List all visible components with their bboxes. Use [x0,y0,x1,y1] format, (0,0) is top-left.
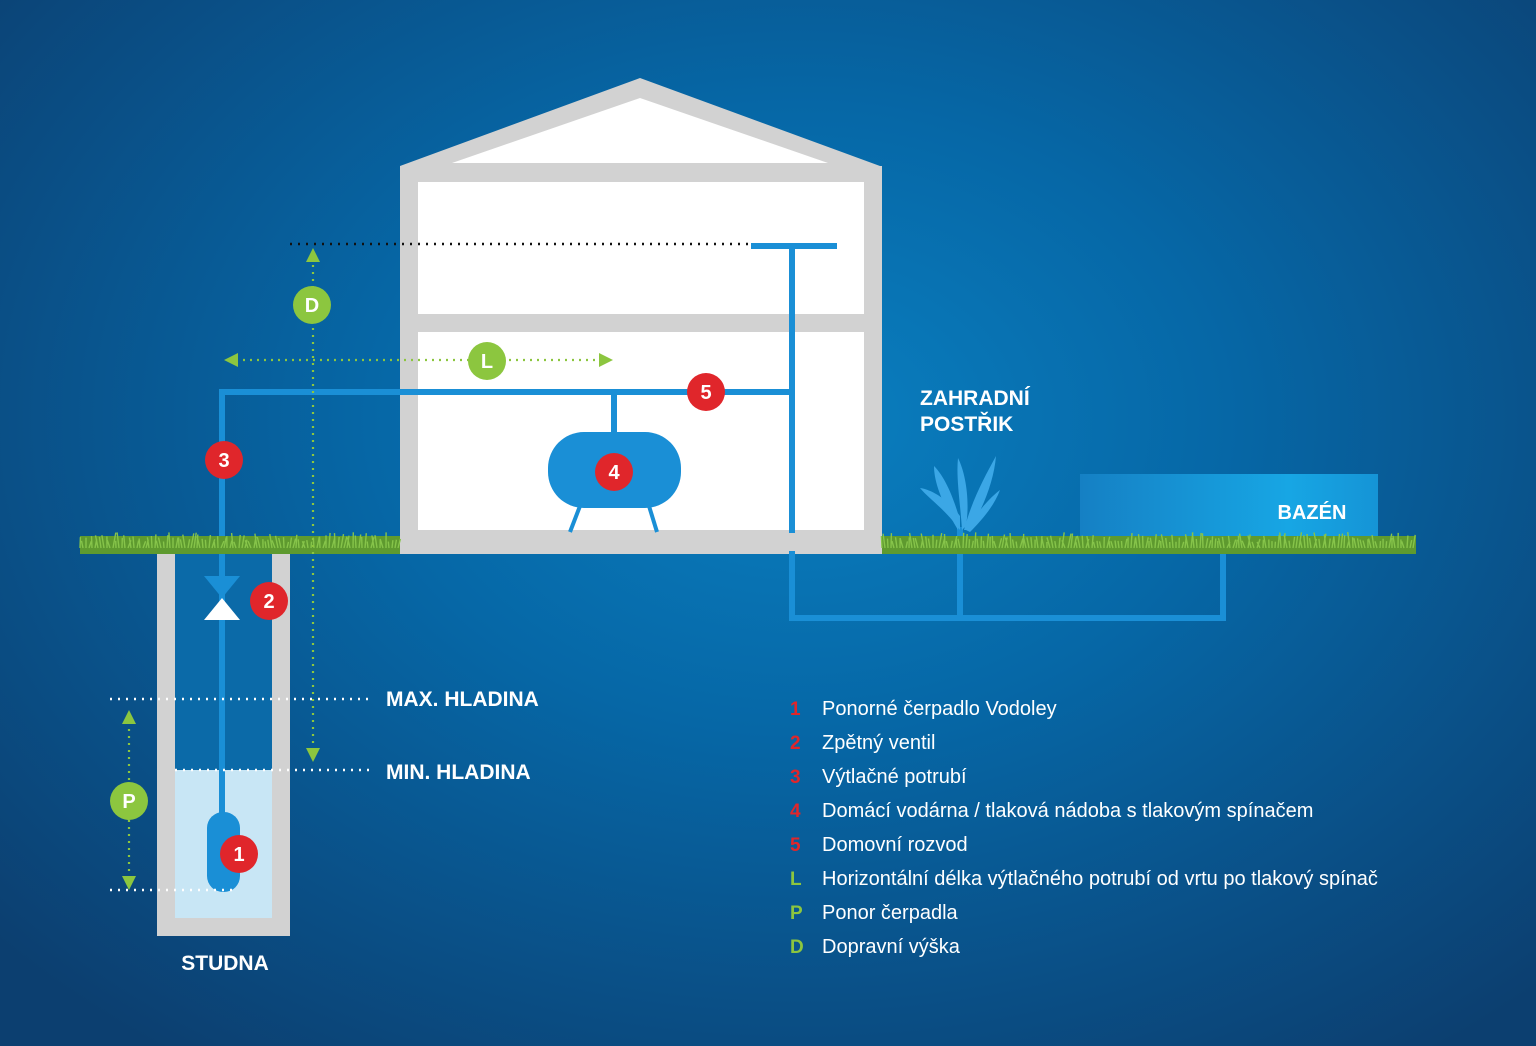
garden-sprinkler-label-line2: POSTŘIK [920,412,1013,436]
badge-1: 1 [220,835,258,873]
svg-text:1: 1 [233,844,244,866]
legend-item: 3 Výtlačné potrubí [790,760,1378,794]
svg-text:D: D [305,295,319,317]
check-valve-icon [204,576,240,620]
legend-text: Ponor čerpadla [822,902,958,924]
svg-text:L: L [481,351,493,373]
grass-blades [79,531,1416,549]
badge-l: L [468,342,506,380]
pool: BAZÉN [1080,474,1378,540]
arrow-icon [122,248,613,890]
svg-text:3: 3 [218,450,229,472]
badge-5: 5 [687,373,725,411]
svg-text:2: 2 [263,591,274,613]
fountain-icon [920,456,1000,532]
house-attic [452,98,828,163]
legend-text: Domovní rozvod [822,834,968,856]
legend-key: P [790,903,803,924]
legend-text: Dopravní výška [822,936,960,958]
legend-key: 3 [790,767,801,788]
badge-4: 4 [595,453,633,491]
garden-pipe [789,551,1226,621]
max-level-label: MAX. HLADINA [386,688,539,711]
legend-item: 4 Domácí vodárna / tlaková nádoba s tlako… [790,794,1378,828]
svg-text:P: P [122,791,135,813]
legend-text: Ponorné čerpadlo Vodoley [822,698,1057,720]
legend-key: D [790,937,804,958]
legend-key: 1 [790,699,801,720]
legend-key: 2 [790,733,801,754]
legend-key: 5 [790,835,801,856]
legend-item: 1 Ponorné čerpadlo Vodoley [790,692,1378,726]
legend-key: 4 [790,801,801,822]
legend-item: D Dopravní výška [790,930,1378,964]
well-label: STUDNA [181,952,269,975]
grass-strip [79,531,1416,554]
legend-text: Horizontální délka výtlačného potrubí od… [822,868,1378,890]
badge-p: P [110,782,148,820]
svg-text:4: 4 [608,462,620,484]
legend-text: Výtlačné potrubí [822,766,967,788]
svg-text:5: 5 [700,382,711,404]
level-lines [110,242,750,892]
legend-text: Domácí vodárna / tlaková nádoba s tlakov… [822,800,1314,822]
garden-sprinkler-label-line1: ZAHRADNÍ [920,387,1031,410]
legend-item: 2 Zpětný ventil [790,726,1378,760]
legend: 1 Ponorné čerpadlo Vodoley 2 Zpětný ventil… [790,692,1378,964]
badge-d: D [293,286,331,324]
legend-item: L Horizontální délka výtlačného potrubí o… [790,862,1378,896]
legend-item: 5 Domovní rozvod [790,828,1378,862]
discharge-pipe [219,389,795,815]
pool-body [1080,474,1378,540]
pipes [219,243,1226,815]
badge-3: 3 [205,441,243,479]
badge-2: 2 [250,582,288,620]
legend-text: Zpětný ventil [822,732,936,754]
pool-label: BAZÉN [1278,501,1347,524]
min-level-label: MIN. HLADINA [386,761,531,784]
legend-key: L [790,869,802,890]
legend-item: P Ponor čerpadla [790,896,1378,930]
